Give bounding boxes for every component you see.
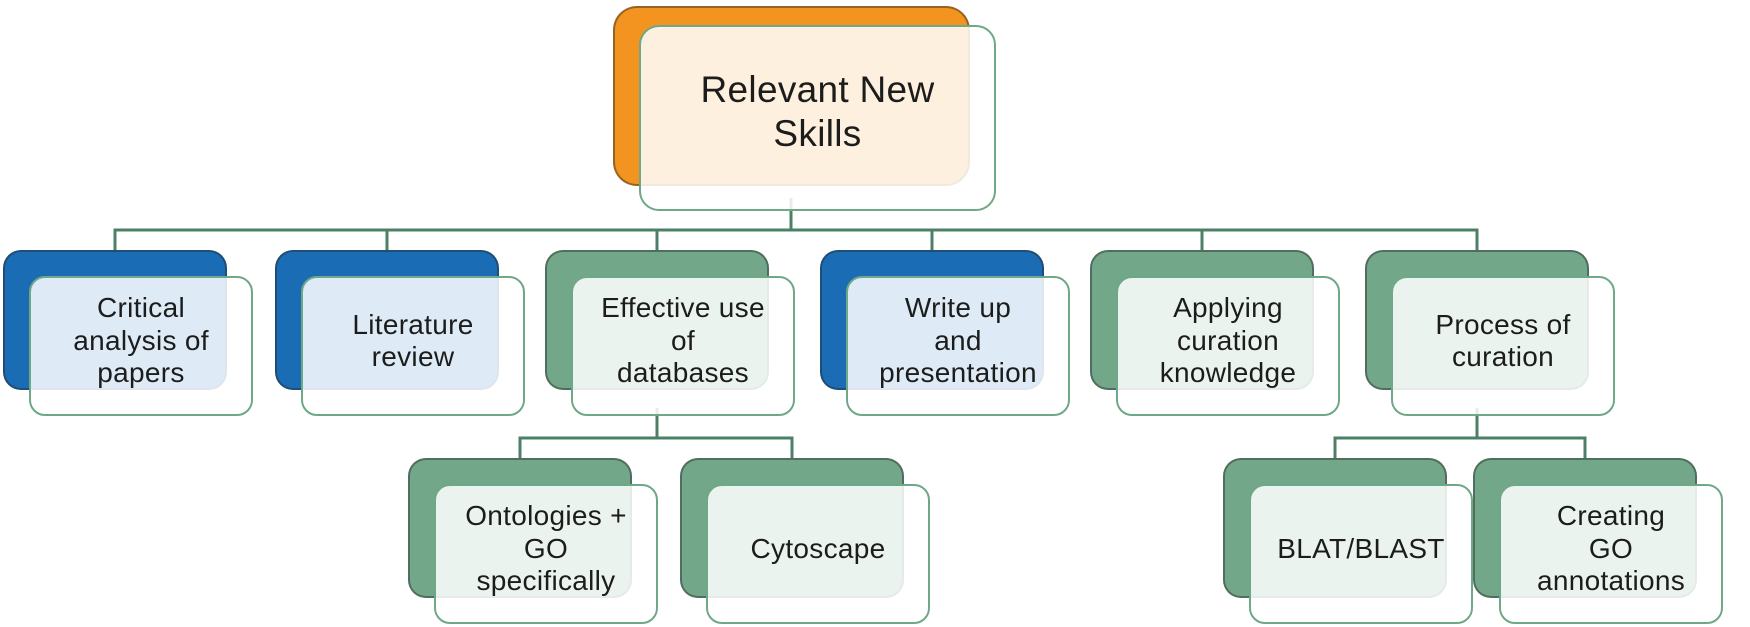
node-front-panel: Write up and presentation — [846, 276, 1070, 416]
node-front-panel: Ontologies + GO specifically — [434, 484, 658, 624]
node-front-panel: BLAT/BLAST — [1249, 484, 1473, 624]
node-label: Cytoscape — [750, 532, 886, 564]
node-label: Critical analysis of papers — [73, 292, 209, 389]
node-front-panel: Literature review — [301, 276, 525, 416]
node-label: Literature review — [352, 308, 474, 372]
node-label: Applying curation knowledge — [1159, 292, 1297, 389]
node-front-panel: Process of curation — [1391, 276, 1615, 416]
node-front-panel: Applying curation knowledge — [1116, 276, 1340, 416]
node-label: Process of curation — [1435, 308, 1571, 372]
node-label: Effective use of databases — [601, 292, 765, 389]
node-label: BLAT/BLAST — [1277, 532, 1445, 564]
node-label: Write up and presentation — [879, 292, 1037, 389]
node-front-panel: Creating GO annotations — [1499, 484, 1723, 624]
node-label: Relevant New Skills — [700, 69, 935, 154]
node-label: Ontologies + GO specifically — [465, 500, 627, 597]
node-front-panel: Cytoscape — [706, 484, 930, 624]
node-front-panel: Effective use of databases — [571, 276, 795, 416]
node-front-panel: Relevant New Skills — [639, 25, 996, 211]
node-front-panel: Critical analysis of papers — [29, 276, 253, 416]
node-label: Creating GO annotations — [1536, 500, 1686, 597]
